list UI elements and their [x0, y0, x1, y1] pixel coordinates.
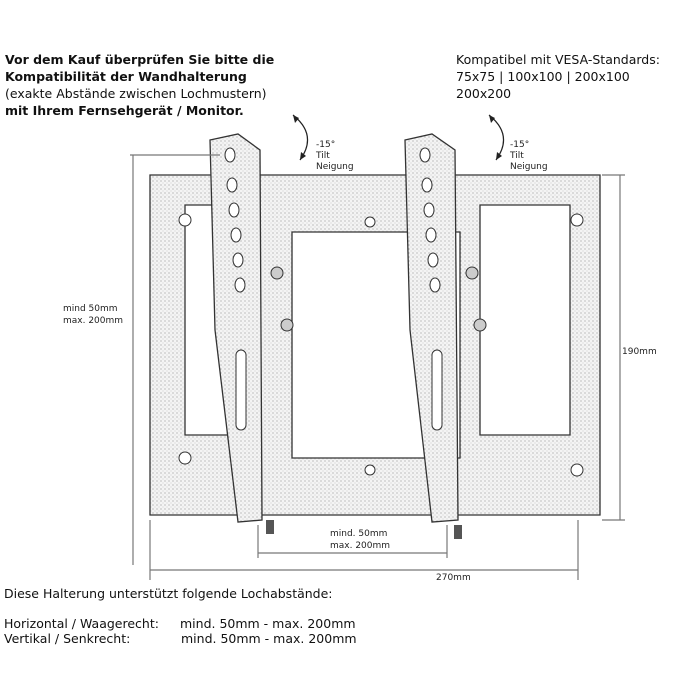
vesa-line-1: 75x75 | 100x100 | 200x100	[456, 69, 630, 84]
vesa-line-2: 200x200	[456, 86, 512, 101]
arm-horizontal-min: mind. 50mm	[330, 529, 388, 539]
horizontal-value: mind. 50mm - max. 200mm	[180, 616, 356, 631]
tilt-left-de: Neigung	[316, 162, 354, 172]
dimension-lines	[130, 154, 625, 580]
horizontal-label: Horizontal / Waagerecht:	[4, 616, 159, 631]
arm-vertical-min: mind 50mm	[63, 304, 118, 314]
vertical-value: mind. 50mm - max. 200mm	[181, 631, 357, 646]
tilt-right-en: Tilt	[510, 151, 524, 161]
tilt-right-de: Neigung	[510, 162, 548, 172]
height-dimension: 190mm	[622, 347, 657, 357]
heading-line-3: (exakte Abstände zwischen Lochmustern)	[5, 86, 267, 101]
left-vertical-arm	[209, 133, 294, 534]
right-vertical-arm	[404, 133, 487, 539]
heading-line-4: mit Ihrem Fernsehgerät / Monitor.	[5, 103, 244, 118]
arm-vertical-max: max. 200mm	[63, 316, 124, 326]
tilt-left-angle: -15°	[316, 140, 336, 150]
heading-line-1: Vor dem Kauf überprüfen Sie bitte die	[5, 52, 275, 67]
support-title: Diese Halterung unterstützt folgende Loc…	[4, 586, 333, 601]
vesa-title: Kompatibel mit VESA-Standards:	[456, 52, 660, 67]
width-dimension: 270mm	[436, 573, 471, 583]
vertical-label: Vertikal / Senkrecht:	[4, 631, 131, 646]
tilt-right-angle: -15°	[510, 140, 530, 150]
heading-line-2: Kompatibilität der Wandhalterung	[5, 69, 247, 84]
tilt-left-en: Tilt	[316, 151, 330, 161]
arm-horizontal-max: max. 200mm	[330, 541, 391, 551]
